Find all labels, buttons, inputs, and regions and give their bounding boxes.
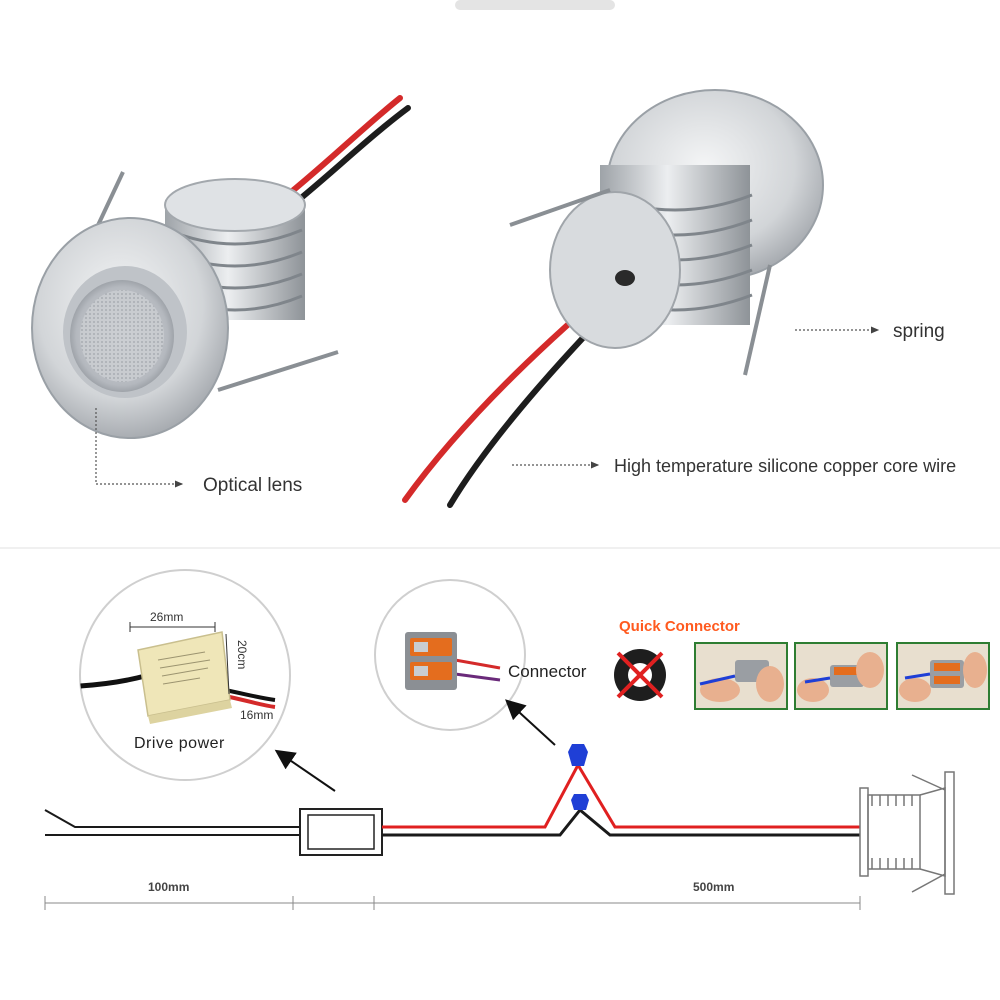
spring-label: spring <box>893 321 945 342</box>
callout-spring: spring <box>795 321 945 342</box>
quick-connector-title: Quick Connector <box>619 618 740 635</box>
spotlight-rear-view <box>402 89 824 508</box>
wire-nut-lower <box>571 794 589 810</box>
dimension-height: 20cm <box>235 640 249 669</box>
optical-lens-label: Optical lens <box>203 475 302 496</box>
wire-nut-upper <box>568 744 588 766</box>
drive-power-caption: Drive power <box>134 735 225 752</box>
connector-inset <box>374 579 526 731</box>
measurement-line <box>44 896 861 910</box>
quick-connector-step-2 <box>794 642 888 710</box>
dimension-width: 26mm <box>150 610 183 624</box>
callout-wire: High temperature silicone copper core wi… <box>512 456 956 476</box>
measurement-right: 500mm <box>693 880 734 894</box>
spotlight-front-view <box>31 95 411 439</box>
quick-connector-step-1 <box>694 642 788 710</box>
wiring-diagram: 100mm 500mm <box>44 744 955 910</box>
light-side-profile <box>859 771 955 895</box>
output-wire-black <box>382 807 860 837</box>
quick-connector-step-3 <box>896 642 990 710</box>
input-wire-upper <box>44 809 300 828</box>
measurement-left: 100mm <box>148 880 189 894</box>
callout-optical-lens: Optical lens <box>95 408 302 496</box>
top-reflection <box>455 0 615 10</box>
driver-box <box>299 808 383 856</box>
output-wire-red <box>382 761 860 829</box>
drive-power-pointer <box>274 749 336 792</box>
connector-pointer <box>505 699 556 746</box>
connector-caption: Connector <box>508 662 587 681</box>
not-tape-icon <box>614 649 666 701</box>
dimension-depth: 16mm <box>240 708 273 722</box>
drive-power-inset: 26mm 20cm 16mm Drive power <box>79 569 291 781</box>
wire-label: High temperature silicone copper core wi… <box>614 456 956 476</box>
